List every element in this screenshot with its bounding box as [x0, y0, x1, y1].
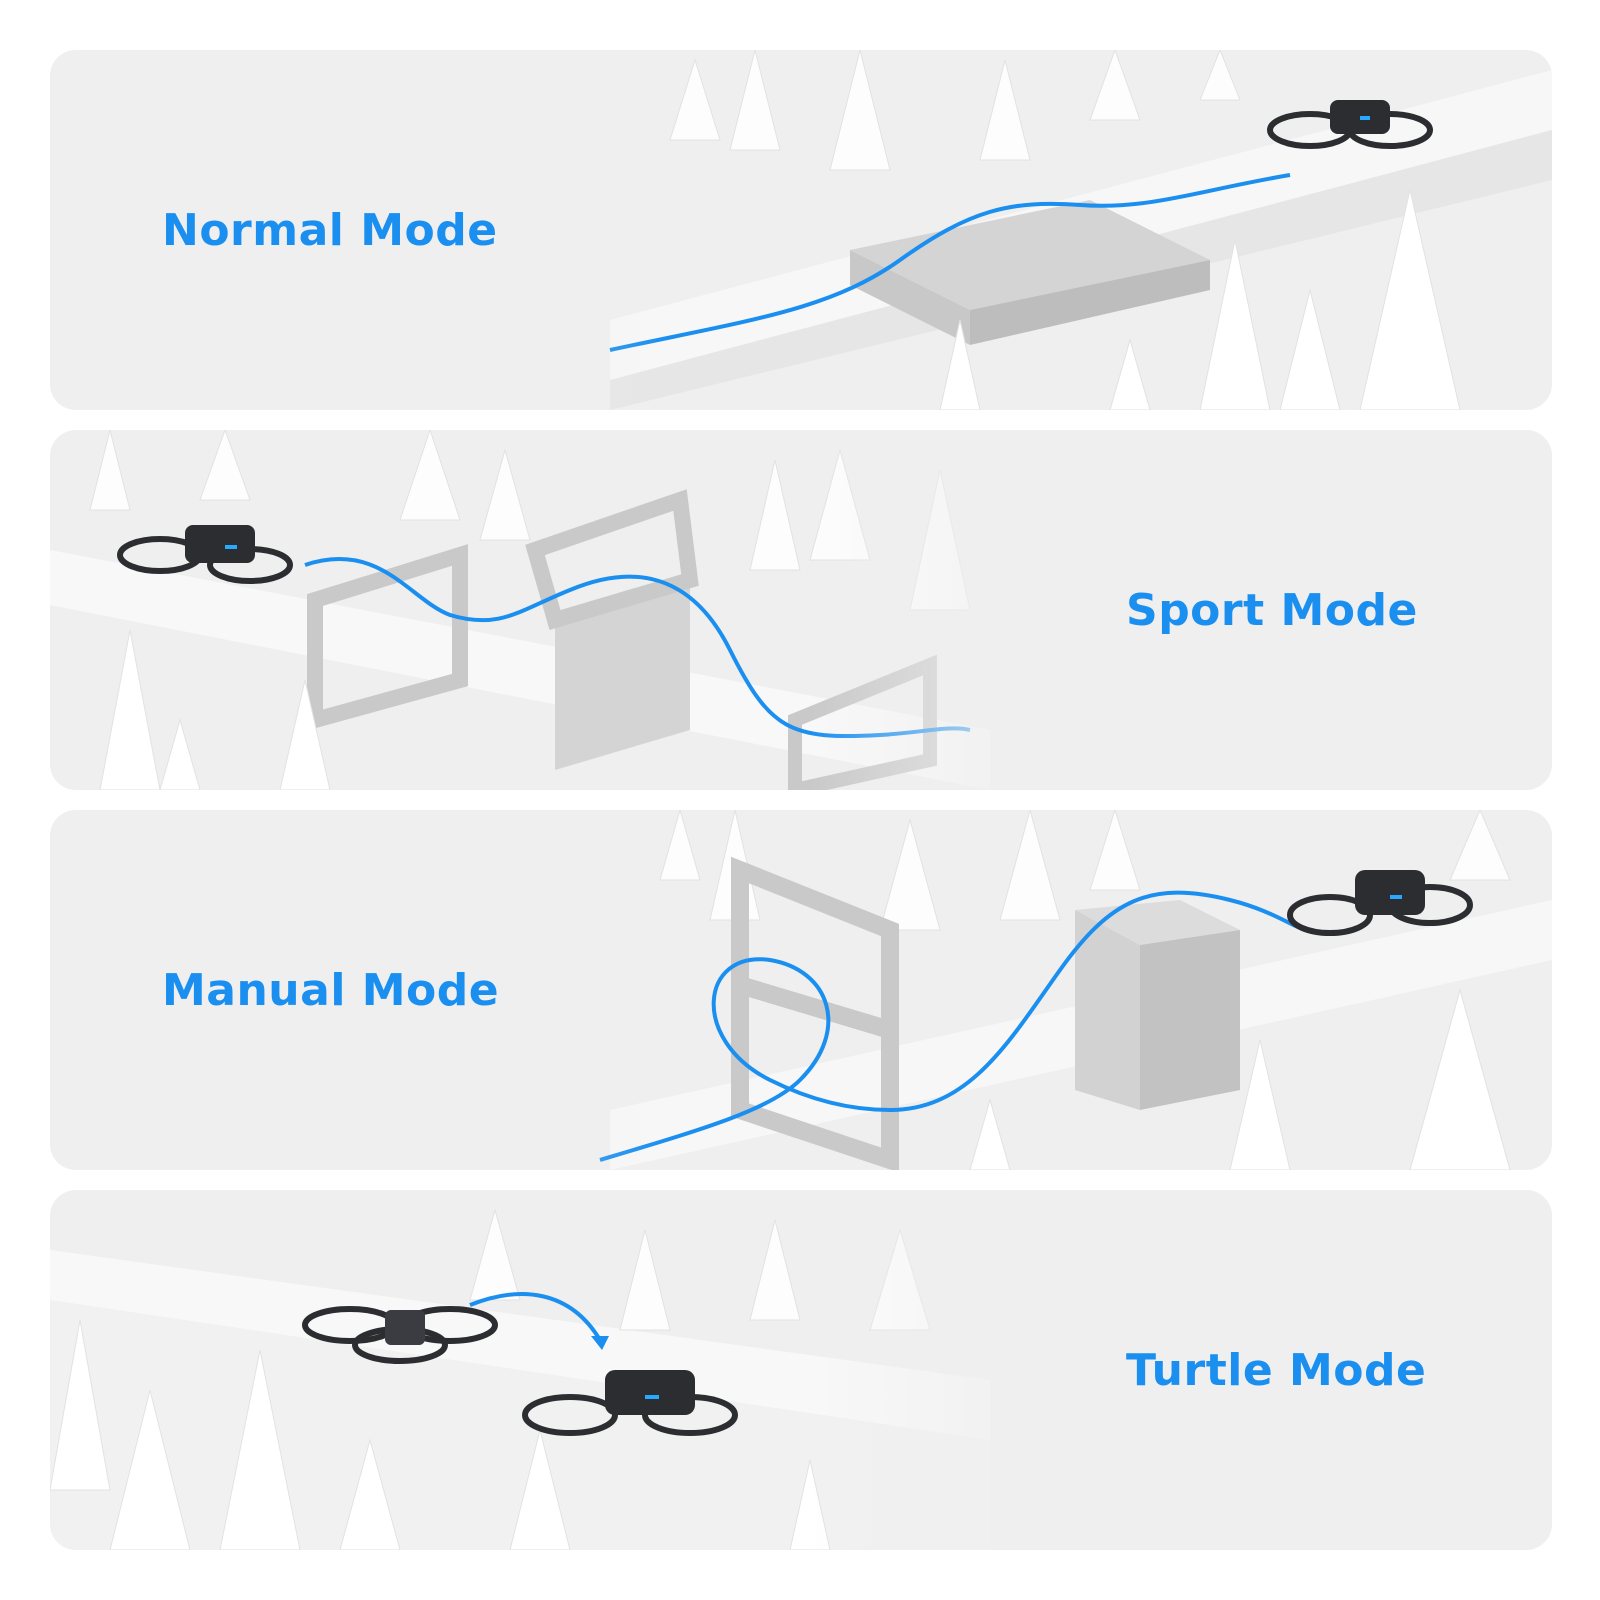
manual-mode-panel: Manual Mode: [50, 810, 1552, 1170]
normal-mode-panel: Normal Mode: [50, 50, 1552, 410]
scene-fade: [810, 1190, 1070, 1550]
tree-icon: [969, 988, 1511, 1170]
mode-title: Manual Mode: [162, 964, 500, 1016]
scene-fade: [1070, 1190, 1552, 1550]
drone-icon: [1267, 100, 1433, 149]
obstacle-block: [525, 489, 699, 770]
drone-icon: [1287, 870, 1473, 936]
mode-title: Normal Mode: [162, 204, 498, 256]
road-surface: [50, 550, 990, 790]
obstacle-block: [1075, 900, 1240, 1110]
tree-icon: [99, 629, 331, 790]
gate-frame: [307, 544, 468, 731]
drone-icon: [117, 525, 293, 584]
scene-fade: [810, 430, 1070, 790]
tree-icon: [659, 810, 1511, 931]
manual-mode-scene: [50, 810, 1552, 1170]
tree-icon: [939, 189, 1461, 410]
mode-title: Sport Mode: [1126, 584, 1418, 636]
arrow-head-icon: [591, 1336, 609, 1350]
mode-title: Turtle Mode: [1126, 1344, 1427, 1396]
scene-fade: [50, 50, 670, 410]
scene-fade: [50, 810, 670, 1170]
drone-icon: [522, 1370, 738, 1436]
flight-path: [609, 173, 1291, 352]
flight-path: [469, 1292, 602, 1342]
tree-icon: [669, 50, 1241, 171]
sport-mode-scene: [50, 430, 1552, 790]
drone-icon: [302, 1306, 498, 1364]
road-surface: [50, 1250, 990, 1440]
scene-fade: [1070, 430, 1552, 790]
turtle-mode-scene: [50, 1190, 1552, 1550]
turtle-mode-panel: Turtle Mode: [50, 1190, 1552, 1550]
gate-frame: [731, 856, 899, 1170]
flight-path: [599, 890, 1306, 1162]
sport-mode-panel: Sport Mode: [50, 430, 1552, 790]
normal-mode-scene: [50, 50, 1552, 410]
